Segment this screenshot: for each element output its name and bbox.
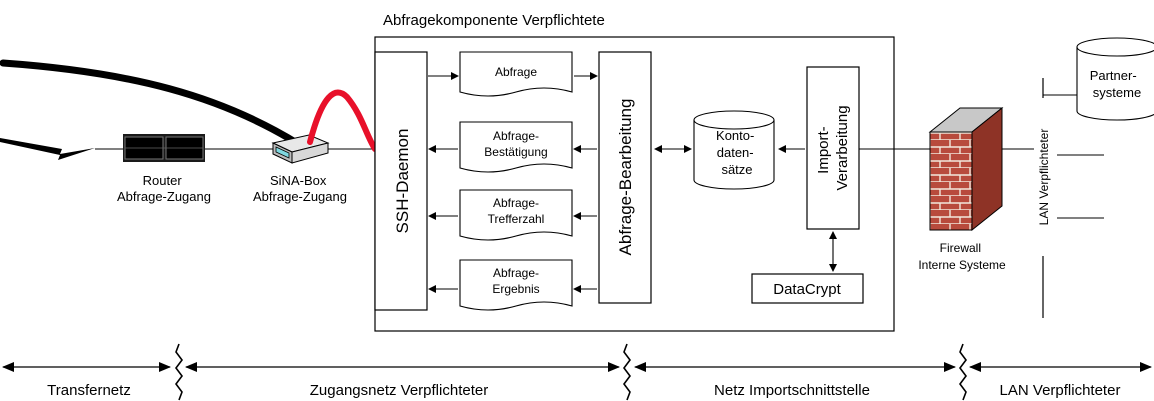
firewall-icon bbox=[928, 106, 1004, 232]
ssh-daemon-label: SSH-Daemon bbox=[393, 129, 412, 234]
zone-label-zugangsnetz: Zugangsnetz Verpflichteter bbox=[310, 382, 488, 399]
kontodatensaetze-label: Konto- daten- sätze bbox=[716, 128, 758, 177]
import-verarbeitung-box bbox=[806, 66, 860, 230]
svg-text:Abfrage: Abfrage bbox=[495, 65, 537, 79]
doc-abfrage-ergebnis: Abfrage-Ergebnis bbox=[459, 259, 573, 311]
zone-label-netz-importschnittstelle: Netz Importschnittstelle bbox=[714, 382, 870, 399]
datacrypt-label: DataCrypt bbox=[773, 281, 841, 298]
firewall-label: Firewall Interne Systeme bbox=[918, 241, 1006, 272]
lightning-bolt-icon bbox=[0, 138, 95, 160]
datacrypt-box bbox=[751, 273, 864, 304]
thick-cable bbox=[0, 59, 304, 149]
sina-box-label: SiNA-Box Abfrage-Zugang bbox=[253, 173, 347, 204]
diagram-title: Abfragekomponente Verpflichtete bbox=[383, 12, 605, 29]
import-verarbeitung-label: Import- Verarbeitung bbox=[815, 105, 851, 190]
svg-text:Abfrage-Trefferzahl: Abfrage-Trefferzahl bbox=[488, 196, 545, 226]
red-cable bbox=[307, 89, 378, 152]
kontodatensaetze-database-icon bbox=[693, 110, 775, 190]
partnersysteme-database-icon bbox=[1076, 37, 1154, 121]
doc-abfrage: Abfrage bbox=[459, 51, 573, 97]
ssh-daemon-box bbox=[374, 51, 428, 311]
abfrage-bearbeitung-label: Abfrage-Bearbeitung bbox=[616, 99, 635, 256]
lan-label-bg bbox=[1034, 98, 1052, 256]
zone-separators bbox=[175, 343, 967, 401]
zone-label-lan: LAN Verpflichteter bbox=[1000, 382, 1121, 399]
zone-label-transfernetz: Transfernetz bbox=[47, 382, 131, 399]
doc-abfrage-bestaetigung: Abfrage-Bestätigung bbox=[459, 121, 573, 173]
doc-arrows bbox=[428, 72, 598, 293]
doc-abfrage-trefferzahl: Abfrage-Trefferzahl bbox=[459, 189, 573, 241]
router-icon bbox=[123, 134, 205, 162]
svg-text:Abfrage-Bestätigung: Abfrage-Bestätigung bbox=[484, 129, 547, 159]
partnersysteme-label: Partner- systeme bbox=[1090, 68, 1142, 100]
sina-box-icon bbox=[271, 134, 330, 164]
abfrage-bearbeitung-box bbox=[598, 51, 652, 304]
router-label: Router Abfrage-Zugang bbox=[117, 173, 211, 204]
svg-text:Abfrage-Ergebnis: Abfrage-Ergebnis bbox=[492, 266, 539, 296]
lan-label: LAN Verpflichteter bbox=[1037, 129, 1051, 226]
